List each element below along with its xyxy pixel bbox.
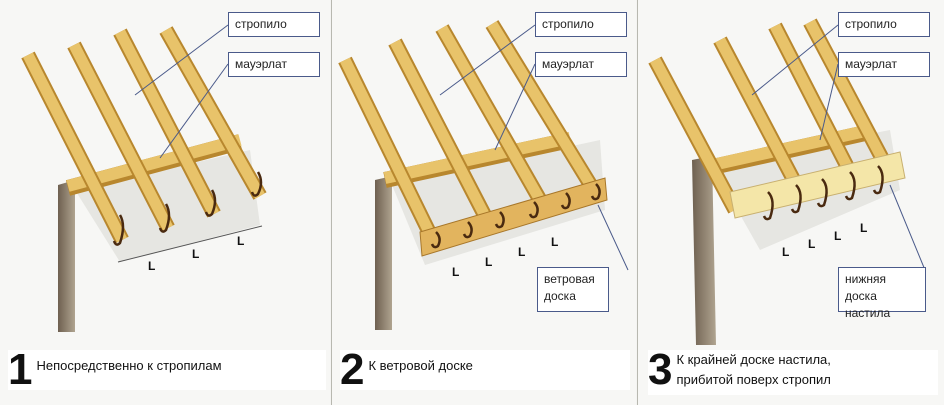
wall-post <box>58 180 75 332</box>
callout-mauerlat: мауэрлат <box>228 52 320 77</box>
callout-rafter: стропило <box>838 12 930 37</box>
dimension-label: L <box>237 234 244 248</box>
dimension-label: L <box>834 229 841 243</box>
method-description: К крайней доске настила, прибитой поверх… <box>676 352 831 387</box>
callout-wind-board: ветровая доска <box>537 267 609 312</box>
caption-method-1: 1 Непосредственно к стропилам <box>8 345 326 394</box>
bottom-deck-board <box>729 151 906 219</box>
divider <box>331 0 332 405</box>
dimension-label: L <box>518 245 525 259</box>
dimension-label: L <box>808 237 815 251</box>
dimension-label: L <box>452 265 459 279</box>
callout-leaders <box>134 24 926 271</box>
rafters <box>648 18 891 214</box>
callout-rafter: стропило <box>228 12 320 37</box>
gutter-hooks <box>762 165 884 221</box>
callout-bottom-board: нижняя доска настила <box>838 267 926 320</box>
callout-rafter: стропило <box>535 12 627 37</box>
method-number: 1 <box>8 345 33 394</box>
rafters <box>21 26 267 244</box>
caption-method-2: 2 К ветровой доске <box>340 345 630 394</box>
caption-method-3: 3 К крайней доске настила, прибитой пове… <box>648 345 938 395</box>
method-description: Непосредственно к стропилам <box>36 358 222 373</box>
dimension-label: L <box>485 255 492 269</box>
divider <box>637 0 638 405</box>
dimension-label: L <box>860 221 867 235</box>
method-number: 3 <box>648 345 673 394</box>
wall-post <box>692 156 716 345</box>
dimension-label: L <box>551 235 558 249</box>
method-number: 2 <box>340 345 365 394</box>
method-description: К ветровой доске <box>368 358 473 373</box>
rafters <box>338 20 597 242</box>
dimension-labels: L L L L L L L L L L L <box>148 221 867 279</box>
dimension-label: L <box>782 245 789 259</box>
wall-post <box>375 176 392 330</box>
gutter-hooks <box>112 171 263 246</box>
gutter-hooks <box>430 183 601 249</box>
callout-mauerlat: мауэрлат <box>535 52 627 77</box>
callout-mauerlat: мауэрлат <box>838 52 930 77</box>
dimension-label: L <box>192 247 199 261</box>
dimension-label: L <box>148 259 155 273</box>
